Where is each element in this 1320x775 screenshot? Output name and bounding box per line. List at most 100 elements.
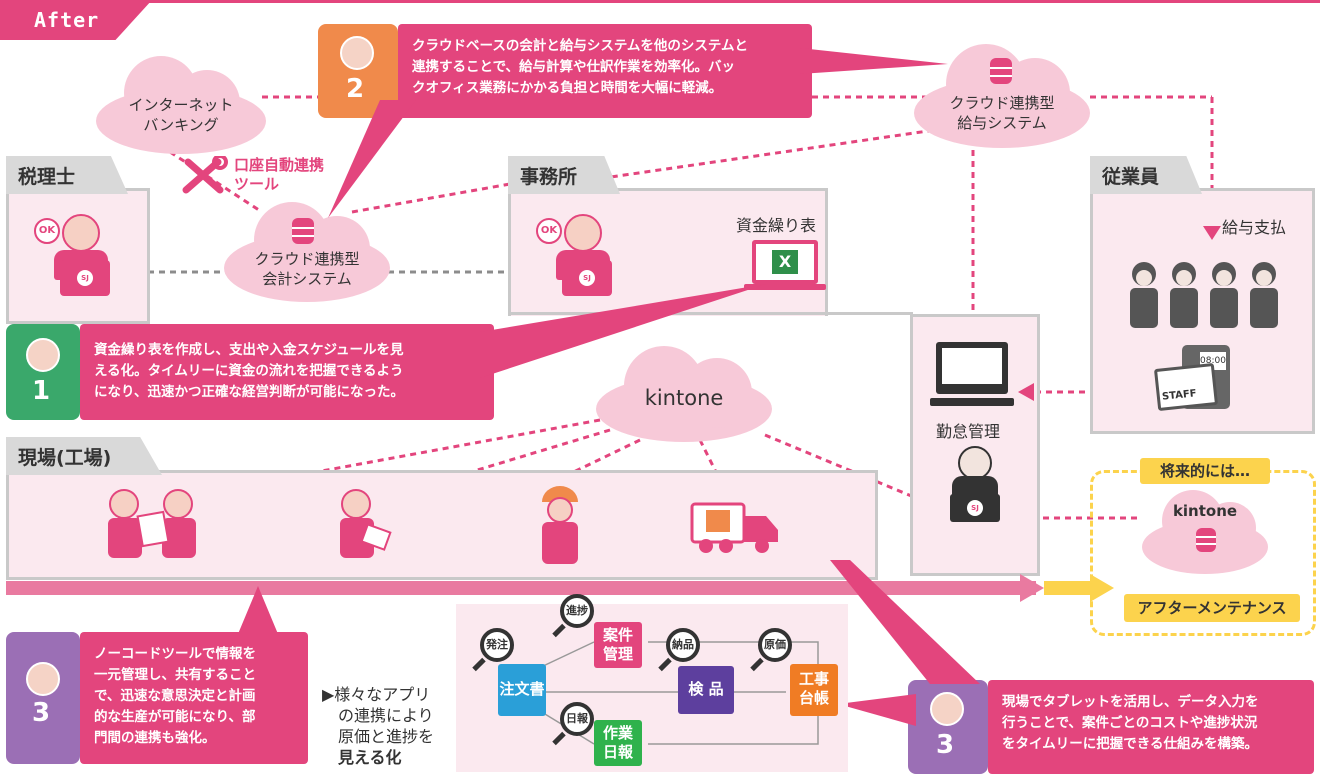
kintone-label: kintone [644, 386, 724, 410]
app-inspection: 検 品 [678, 666, 734, 714]
internet-banking-cloud: インターネット バンキング [96, 48, 266, 158]
cashflow-laptop-screen [752, 240, 818, 284]
accounting-line-2: 会計システム [262, 270, 352, 288]
app-project-line-1: 案件 [602, 626, 633, 644]
excel-icon: X [772, 250, 798, 274]
badge-2-number: 2 [346, 74, 365, 104]
database-icon [1196, 528, 1216, 552]
app-daily-report: 作業 日報 [594, 720, 642, 766]
callout-2-line-2: 連携することで、給与計算や仕訳作業を効率化。バッ [412, 59, 736, 75]
callout-2-line-3: クオフィス業務にかかる負担と時間を大幅に軽減。 [412, 80, 723, 96]
callout-3a-line-1: ノーコードツールで情報を [94, 646, 256, 662]
callout-3b-line-1: 現場でタブレットを活用し、データ入力を [1002, 694, 1259, 710]
attendance-staff: SJ [940, 446, 1010, 526]
delivery-magnifier-icon: 納品 [666, 628, 700, 662]
office-staff: SJ OK [530, 210, 630, 310]
apps-note-line-3: 原価と進捗を [338, 727, 435, 746]
payroll-line-1: クラウド連携型 [949, 94, 1055, 112]
callout-3a-line-5: 門間の連携も強化。 [94, 730, 216, 746]
banking-line-2: バンキング [143, 116, 219, 134]
worker-helmet-icon [542, 486, 578, 564]
app-ledger-line-2: 台帳 [798, 689, 829, 707]
auto-link-tool-line-2: ツール [234, 175, 280, 193]
staff-card [1153, 362, 1219, 412]
apps-note: ▶様々なアプリ の連携により 原価と進捗を 見える化 [322, 684, 434, 768]
payroll-cloud: クラウド連携型 給与システム [914, 38, 1090, 152]
callout-3b-line-3: をタイムリーに把握できる仕組みを構築。 [1002, 736, 1258, 752]
salary-pay-label: 給与支払 [1222, 218, 1287, 237]
future-label: 将来的には… [1140, 458, 1270, 484]
process-arrow [6, 574, 1114, 602]
callout-1-line-3: になり、迅速かつ正確な経営判断が可能になった。 [94, 384, 404, 400]
auto-link-tool-line-1: 口座自動連携 [234, 156, 325, 174]
cost-magnifier-icon: 原価 [758, 628, 792, 662]
app-ledger: 工事 台帳 [790, 664, 838, 716]
callout-2-pointer [328, 100, 416, 218]
kintone-cloud: kintone [596, 340, 772, 444]
auto-link-tool-label: 口座自動連携 ツール [234, 156, 324, 194]
badge-2: 2 [318, 24, 398, 118]
attendance-keyboard [930, 398, 1014, 406]
office-attendance-panel [910, 314, 1040, 576]
employees-icon [1130, 262, 1278, 328]
badge-3b-number: 3 [936, 730, 955, 760]
tax-panel-title: 税理士 [6, 156, 128, 194]
accounting-line-1: クラウド連携型 [254, 250, 360, 268]
callout-3b: 現場でタブレットを活用し、データ入力を 行うことで、案件ごとのコストや進捗状況 … [988, 680, 1314, 774]
sj-logo: SJ [579, 270, 595, 286]
ok-bubble: OK [536, 218, 562, 244]
progress-magnifier-icon: 進捗 [560, 594, 594, 628]
tools-icon [182, 156, 228, 194]
arrowhead-down-icon [1203, 226, 1221, 240]
apps-note-line-2: の連携により [338, 706, 434, 725]
badge-1-number: 1 [32, 376, 51, 406]
future-kintone-cloud: kintone [1142, 486, 1268, 578]
ok-bubble: OK [34, 218, 60, 244]
callout-3a-pointer [238, 586, 278, 634]
order-magnifier-icon: 発注 [480, 628, 514, 662]
accounting-cloud: クラウド連携型 会計システム [224, 196, 390, 306]
site-panel-title: 現場(工場) [6, 437, 162, 475]
app-order: 注文書 [498, 664, 546, 716]
cashflow-label: 資金繰り表 [736, 216, 817, 235]
apps-note-line-1: ▶様々なアプリ [322, 685, 431, 704]
app-report-line-1: 作業 [602, 724, 633, 742]
app-project: 案件 管理 [594, 622, 642, 668]
payroll-line-2: 給与システム [957, 114, 1047, 132]
callout-3b-pointer-left [838, 694, 916, 726]
employee-panel-title: 従業員 [1090, 156, 1202, 194]
database-icon [292, 218, 314, 244]
top-rule [0, 0, 1320, 3]
callout-3a-line-4: 的な生産が可能になり、部 [94, 709, 256, 725]
callout-1: 資金繰り表を作成し、支出や入金スケジュールを見 える化。タイムリーに資金の流れを… [80, 324, 494, 420]
future-kintone-label: kintone [1172, 502, 1238, 520]
daily-magnifier-icon: 日報 [560, 702, 594, 736]
callout-2: クラウドベースの会計と給与システムを他のシステムと 連携することで、給与計算や仕… [398, 24, 812, 118]
banking-line-1: インターネット [128, 96, 234, 114]
database-icon [990, 58, 1012, 84]
apps-note-line-4: 見える化 [338, 748, 402, 767]
badge-1: 1 [6, 324, 80, 420]
sj-logo: SJ [967, 500, 983, 516]
badge-3a: 3 [6, 632, 80, 764]
badge-3a-number: 3 [32, 698, 51, 728]
office-panel-title: 事務所 [508, 156, 620, 194]
app-project-line-2: 管理 [602, 645, 633, 663]
delivery-truck-icon [690, 502, 778, 553]
attendance-label: 勤怠管理 [936, 422, 1001, 441]
cashflow-laptop-base [744, 284, 826, 290]
callout-3b-line-2: 行うことで、案件ごとのコストや進捗状況 [1002, 715, 1258, 731]
callout-3a-line-3: で、迅速な意思決定と計画 [94, 688, 256, 704]
worker-tablet-icon [340, 489, 392, 558]
callout-1-pointer [480, 284, 766, 378]
callout-3a-line-2: 一元管理し、共有すること [94, 667, 256, 683]
arrowhead-left-icon [1018, 383, 1034, 401]
app-report-line-2: 日報 [602, 743, 633, 761]
callout-2-line-1: クラウドベースの会計と給与システムを他のシステムと [412, 38, 749, 54]
badge-3b: 3 [908, 680, 988, 774]
sj-logo: SJ [77, 270, 93, 286]
callout-3a: ノーコードツールで情報を 一元管理し、共有すること で、迅速な意思決定と計画 的… [80, 632, 308, 764]
after-maintenance-label: アフターメンテナンス [1124, 594, 1300, 622]
callout-1-line-1: 資金繰り表を作成し、支出や入金スケジュールを見 [94, 342, 404, 358]
workers-handover-icon [108, 489, 196, 558]
